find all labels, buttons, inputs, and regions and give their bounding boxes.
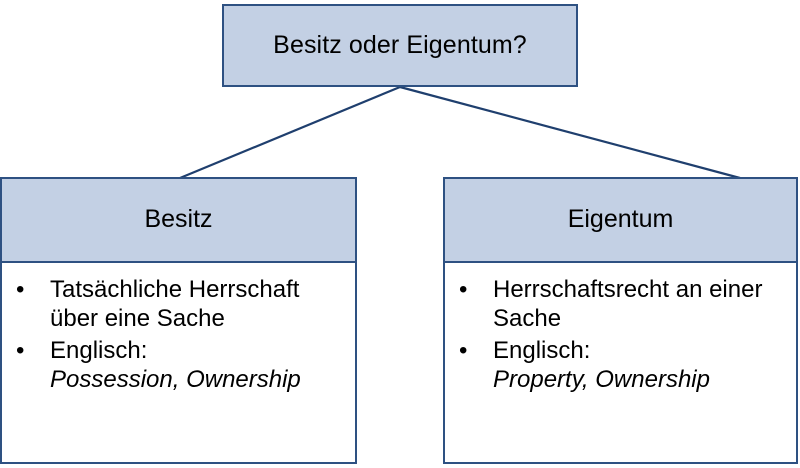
- connector-root-to-eigentum: [399, 85, 741, 180]
- child-node-eigentum-title: Eigentum: [567, 205, 674, 234]
- bullet-list-besitz: • Tatsächliche Herrschaft über eine Sach…: [8, 275, 349, 394]
- bullet-subtext-english-terms: Property, Ownership: [493, 365, 710, 393]
- bullet-text: Englisch:: [493, 336, 591, 364]
- list-item: • Tatsächliche Herrschaft über eine Sach…: [8, 275, 349, 334]
- child-node-eigentum[interactable]: Eigentum • Herrschaftsrecht an einer Sac…: [443, 177, 798, 464]
- child-node-eigentum-body: • Herrschaftsrecht an einer Sache • Engl…: [443, 263, 798, 464]
- root-node-besitz-oder-eigentum[interactable]: Besitz oder Eigentum?: [222, 4, 578, 87]
- child-node-besitz-body: • Tatsächliche Herrschaft über eine Sach…: [0, 263, 357, 464]
- bullet-subtext-english-terms: Possession, Ownership: [50, 365, 301, 393]
- list-item: • Herrschaftsrecht an einer Sache: [451, 275, 790, 334]
- list-item: • Englisch: Possession, Ownership: [8, 336, 349, 395]
- bullet-dot-icon: •: [16, 276, 25, 303]
- bullet-text: Herrschaftsrecht an einer Sache: [493, 276, 763, 333]
- child-node-besitz[interactable]: Besitz • Tatsächliche Herrschaft über ei…: [0, 177, 357, 464]
- bullet-dot-icon: •: [459, 336, 468, 364]
- bullet-text: Tatsächliche Herrschaft über eine Sache: [50, 276, 300, 333]
- bullet-dot-icon: •: [16, 336, 25, 364]
- bullet-list-eigentum: • Herrschaftsrecht an einer Sache • Engl…: [451, 275, 790, 394]
- connector-root-to-besitz: [179, 85, 401, 180]
- bullet-dot-icon: •: [459, 276, 468, 303]
- child-node-besitz-title: Besitz: [144, 205, 213, 234]
- list-item: • Englisch: Property, Ownership: [451, 336, 790, 395]
- root-node-title: Besitz oder Eigentum?: [273, 30, 527, 59]
- child-node-eigentum-header: Eigentum: [443, 177, 798, 263]
- child-node-besitz-header: Besitz: [0, 177, 357, 263]
- bullet-text: Englisch:: [50, 336, 148, 364]
